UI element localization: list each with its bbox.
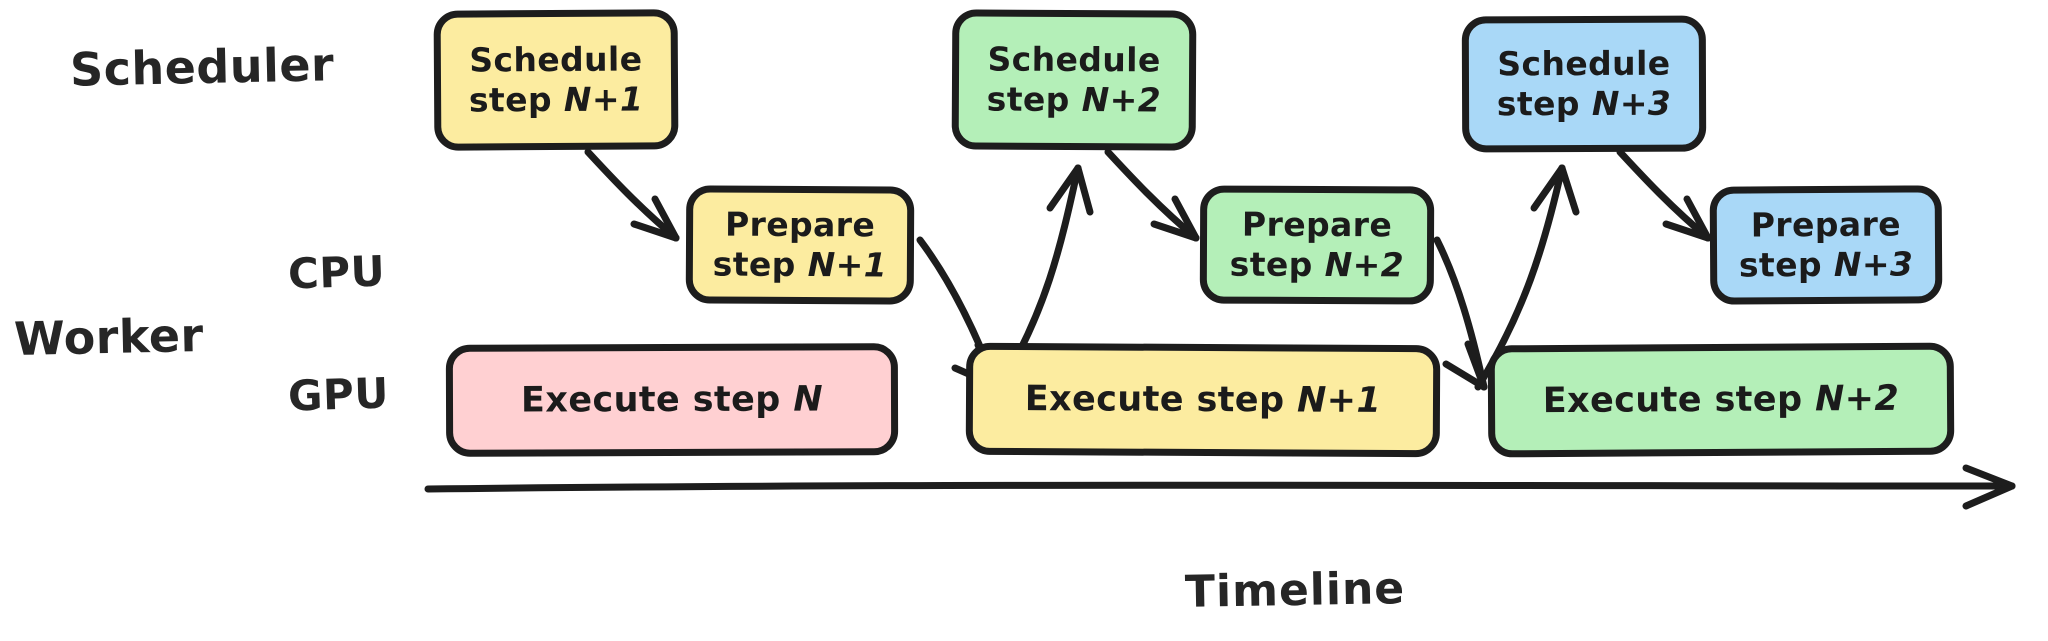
box-execute-n2[interactable]: Execute step N+2 (1487, 342, 1955, 458)
box-line-1: Schedule (1497, 43, 1671, 84)
box-line-1: Execute step N+2 (1542, 378, 1900, 421)
box-line-2: step N+2 (986, 79, 1162, 120)
lane-label-gpu: GPU (287, 368, 390, 421)
box-prepare-n3[interactable]: Prepare step N+3 (1709, 185, 1943, 305)
box-line-2: step N+3 (1496, 83, 1672, 124)
arrow-schedule-n2-to-prepare-n2 (1104, 148, 1200, 242)
box-execute-n[interactable]: Execute step N (445, 343, 899, 457)
timeline-label: Timeline (1184, 563, 1406, 618)
arrow-schedule-n1-to-prepare-n1 (584, 148, 680, 242)
box-schedule-n3[interactable]: Schedule step N+3 (1461, 15, 1707, 153)
box-line-1: Schedule (987, 39, 1161, 80)
box-schedule-n2[interactable]: Schedule step N+2 (951, 9, 1197, 151)
box-line-1: Execute step N (520, 379, 824, 421)
lane-label-scheduler: Scheduler (69, 37, 335, 97)
box-line-1: Prepare (1241, 204, 1393, 245)
box-line-1: Execute step N+1 (1024, 378, 1382, 421)
arrow-schedule-n3-to-prepare-n3 (1616, 148, 1712, 242)
box-line-2: step N+1 (712, 244, 888, 285)
box-execute-n1[interactable]: Execute step N+1 (965, 342, 1441, 458)
lane-label-cpu: CPU (287, 246, 386, 299)
lane-label-worker: Worker (13, 308, 205, 366)
box-line-2: step N+2 (1229, 244, 1405, 285)
box-line-2: step N+3 (1738, 244, 1914, 285)
box-prepare-n1[interactable]: Prepare step N+1 (685, 185, 915, 305)
box-line-1: Prepare (724, 204, 876, 245)
box-line-1: Schedule (469, 39, 643, 80)
box-prepare-n2[interactable]: Prepare step N+2 (1199, 185, 1435, 305)
box-line-2: step N+1 (468, 79, 644, 120)
box-line-1: Prepare (1750, 204, 1902, 245)
arrow-prepare-n2-to-execute-n2 (1433, 236, 1488, 391)
timeline-axis (424, 464, 2016, 510)
box-schedule-n1[interactable]: Schedule step N+1 (433, 9, 679, 151)
